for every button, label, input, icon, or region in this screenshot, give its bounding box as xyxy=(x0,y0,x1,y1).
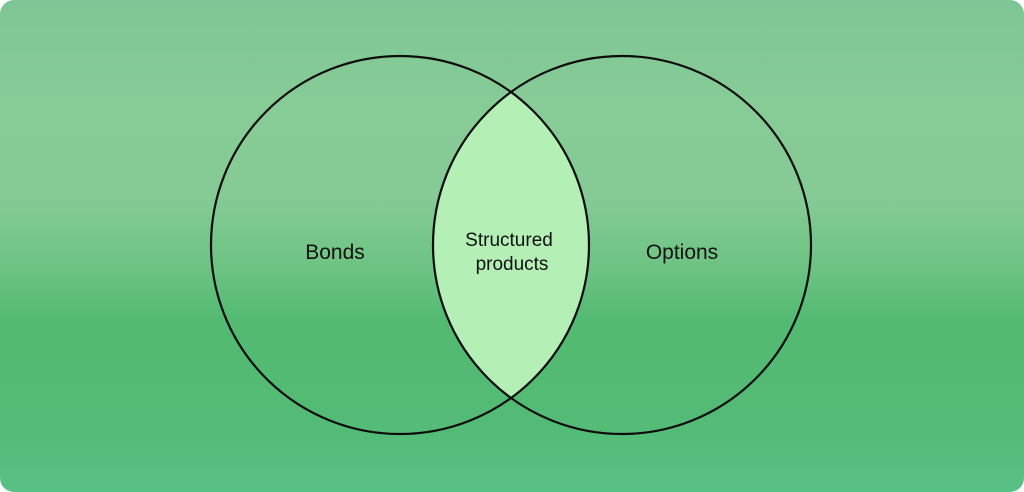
set-label-options: Options xyxy=(646,241,718,264)
intersection-label-line-1: Structured xyxy=(465,230,553,251)
set-label-bonds: Bonds xyxy=(305,241,365,264)
set-circle-bonds xyxy=(209,54,591,436)
intersection-label-line-2: products xyxy=(476,254,549,275)
intersection-region xyxy=(433,56,589,434)
set-circle-options xyxy=(431,54,813,436)
